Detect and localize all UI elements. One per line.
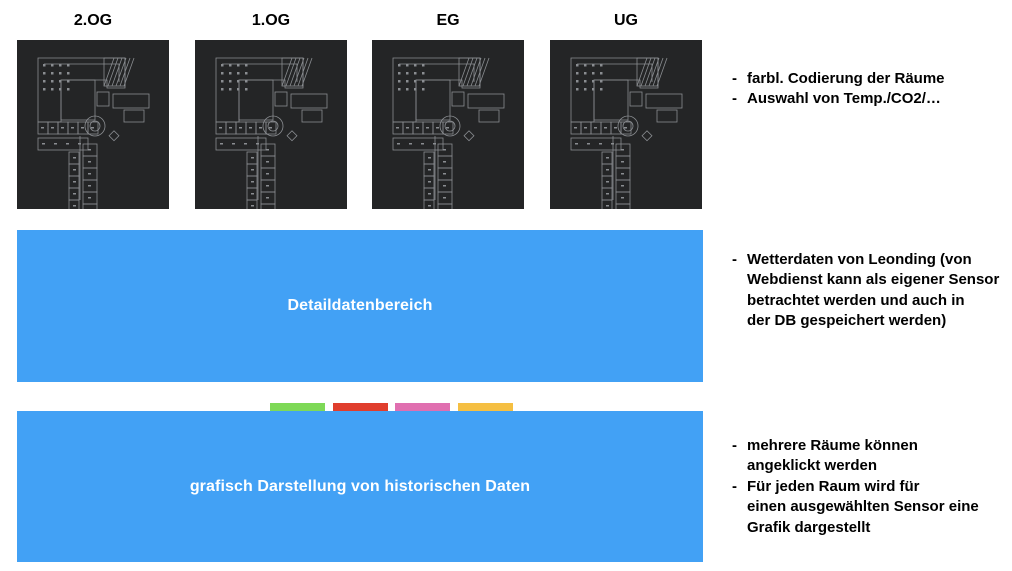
note-item: Für jeden Raum wird für einen ausgewählte… [732, 477, 1012, 538]
history-chart-title: grafisch Darstellung von historischen Da… [189, 477, 531, 495]
note-line: Webdienst kann als eigener Sensor [747, 271, 1000, 289]
floor-plan-drawing [570, 57, 683, 209]
note-item: Auswahl von Temp./CO2/… [732, 89, 1012, 110]
floor-plan-drawing [37, 57, 150, 209]
note-item: farbl. Codierung der Räume [732, 69, 1012, 90]
note-line: Für jeden Raum wird für [747, 477, 920, 495]
note-line: der DB gespeichert werden) [747, 312, 947, 330]
note-line: mehrere Räume können [747, 437, 918, 454]
note-line: Auswahl von Temp./CO2/… [747, 90, 941, 108]
floor-label-eg: EG [436, 12, 460, 29]
note-line: Wetterdaten von Leonding (von [747, 251, 972, 268]
note-line: angeklickt werden [747, 457, 878, 475]
note-line: Grafik dargestellt [747, 518, 871, 536]
floor-map-2og[interactable] [17, 40, 169, 209]
detail-data-title: Detaildatenbereich [287, 297, 433, 314]
note-item: mehrere Räume können angeklickt werden [732, 436, 1012, 477]
floor-label-1og: 1.OG [251, 12, 291, 29]
floor-map-eg[interactable] [372, 40, 524, 209]
history-chart-panel[interactable]: grafisch Darstellung von historischen Da… [17, 411, 703, 562]
notes-history: mehrere Räume können angeklickt werdenFür… [732, 436, 1012, 538]
note-line: betrachtet werden und auch in [747, 291, 965, 309]
note-line: farbl. Codierung der Räume [747, 70, 945, 87]
note-line: einen ausgewählten Sensor eine [747, 498, 979, 516]
floor-map-ug[interactable] [550, 40, 702, 209]
notes-floor-maps: farbl. Codierung der RäumeAuswahl von Te… [732, 69, 1012, 110]
floor-plan-drawing [215, 57, 328, 209]
floor-label-2og: 2.OG [73, 12, 113, 29]
detail-data-panel[interactable]: Detaildatenbereich [17, 230, 703, 382]
floor-map-1og[interactable] [195, 40, 347, 209]
floor-plan-drawing [392, 57, 505, 209]
floor-label-ug: UG [614, 12, 638, 29]
